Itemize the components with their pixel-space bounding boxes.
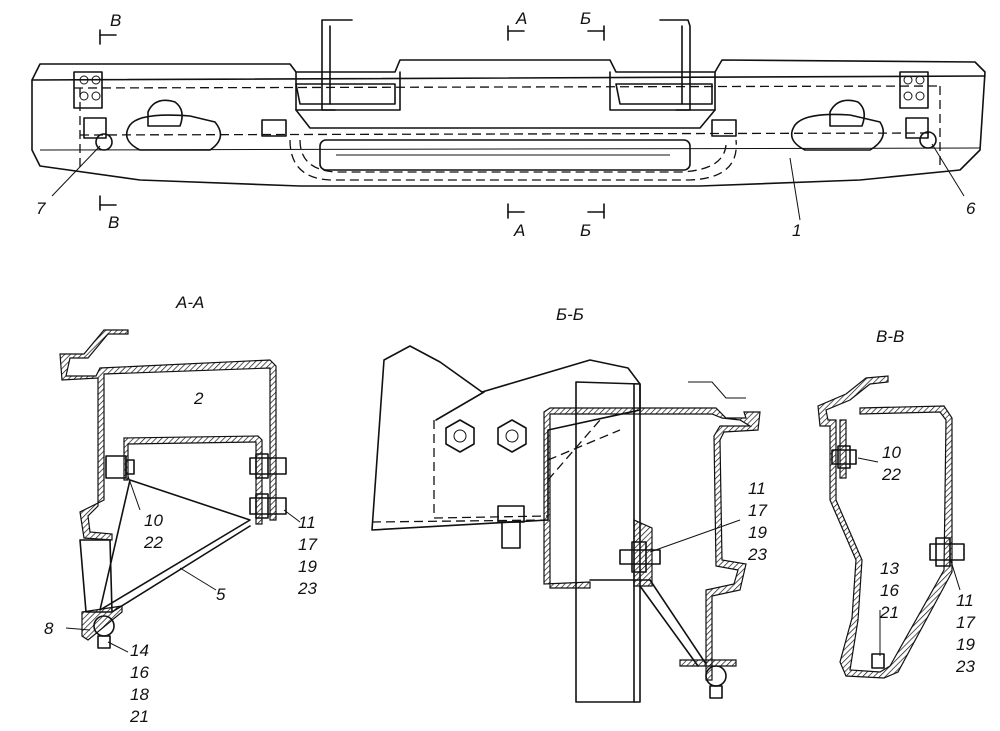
callout-21: 21 xyxy=(129,707,149,726)
section-a-a: А-А 2 10 22 11 17 19 23 5 8 14 xyxy=(44,293,317,726)
callout-v-17: 17 xyxy=(956,613,975,632)
bolt-head-right xyxy=(497,419,527,453)
callout-v-10: 10 xyxy=(882,443,901,462)
callout-v-23: 23 xyxy=(955,657,975,676)
callout-17: 17 xyxy=(298,535,317,554)
callout-b-23: 23 xyxy=(747,545,767,564)
section-label-b-bottom: Б xyxy=(580,221,591,240)
callout-14: 14 xyxy=(130,641,149,660)
callout-10: 10 xyxy=(144,511,163,530)
callout-7: 7 xyxy=(36,199,46,218)
section-marker-b-top xyxy=(587,25,605,41)
callout-8: 8 xyxy=(44,619,54,638)
section-v-v: В-В 10 22 13 16 21 11 17 19 23 xyxy=(817,327,975,679)
section-label-a-top: А xyxy=(515,9,527,28)
callout-v-13: 13 xyxy=(880,559,899,578)
callout-5: 5 xyxy=(216,585,226,604)
section-b-b: Б-Б xyxy=(371,305,767,703)
section-a-a-title: А-А xyxy=(175,293,204,312)
callout-23: 23 xyxy=(297,579,317,598)
callout-b-19: 19 xyxy=(748,523,767,542)
section-label-a-bottom: А xyxy=(513,221,525,240)
callout-b-17: 17 xyxy=(748,501,767,520)
callout-11: 11 xyxy=(298,513,316,532)
section-label-b-top: Б xyxy=(580,9,591,28)
section-marker-v-bottom xyxy=(99,195,117,211)
callout-v-22: 22 xyxy=(881,465,901,484)
section-label-v-bottom: В xyxy=(108,213,119,232)
callout-1: 1 xyxy=(792,221,801,240)
callout-v-21: 21 xyxy=(879,603,899,622)
section-label-v-top: В xyxy=(110,11,121,30)
section-marker-v-top xyxy=(99,29,117,45)
fog-lamp-right xyxy=(790,99,885,151)
callout-6: 6 xyxy=(966,199,976,218)
bumper-front-view: В В А А Б Б 7 6 1 xyxy=(31,9,986,240)
section-marker-b-bottom xyxy=(587,203,605,219)
section-v-v-title: В-В xyxy=(876,327,904,346)
section-marker-a-bottom xyxy=(507,203,525,219)
callout-b-11: 11 xyxy=(748,479,766,498)
callout-18: 18 xyxy=(130,685,149,704)
callout-2: 2 xyxy=(193,389,204,408)
callout-22: 22 xyxy=(143,533,163,552)
callout-v-11: 11 xyxy=(956,591,974,610)
callout-v-16: 16 xyxy=(880,581,899,600)
section-b-b-title: Б-Б xyxy=(556,305,584,324)
fog-lamp-left xyxy=(125,99,222,151)
section-marker-a-top xyxy=(507,25,525,41)
bolt-head-left xyxy=(445,419,475,453)
callout-v-19: 19 xyxy=(956,635,975,654)
callout-16: 16 xyxy=(130,663,149,682)
callout-19: 19 xyxy=(298,557,317,576)
